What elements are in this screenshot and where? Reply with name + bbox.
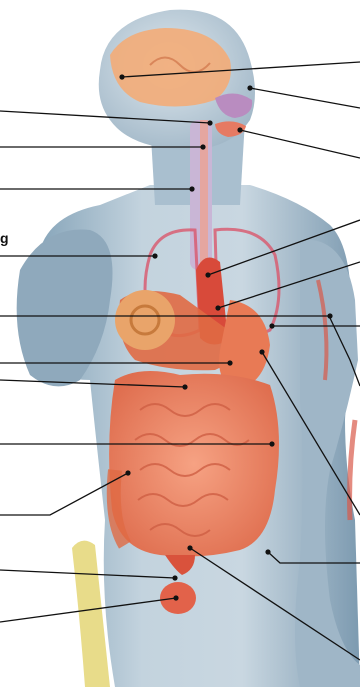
stomach-lobe [115, 290, 175, 350]
label-fragment: g [0, 230, 9, 246]
intestines [109, 371, 279, 557]
leader-line [240, 130, 360, 158]
leader-line [250, 88, 360, 108]
